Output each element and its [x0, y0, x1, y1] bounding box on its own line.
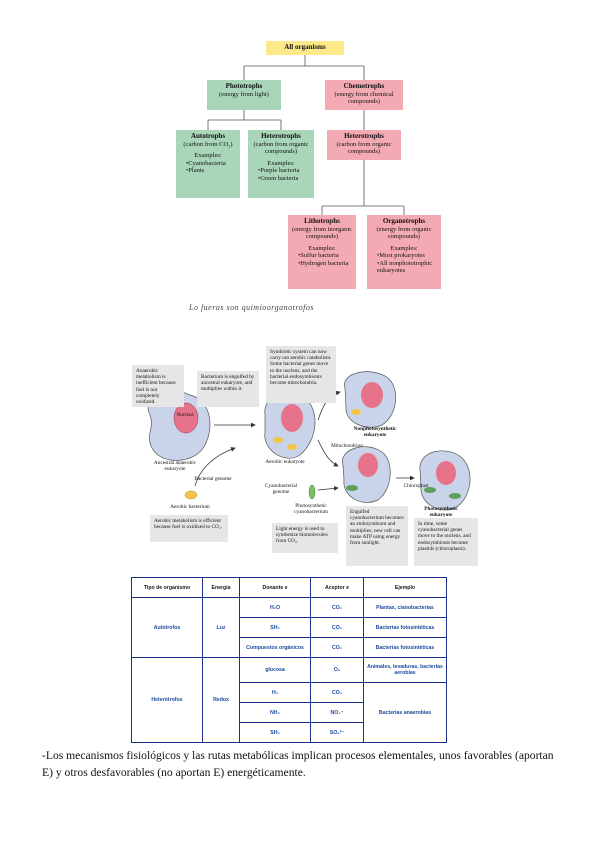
note-engulfed: Bacterium is engulfed by ancestral eukar…	[197, 371, 259, 407]
metabolism-table: Tipo de organismo Energía Donante e Acep…	[131, 577, 447, 743]
autotrophs-sub: (carbon from CO₂)	[183, 140, 233, 148]
example-item: •Green bacteria	[258, 174, 299, 182]
root-label: All organisms	[284, 43, 326, 51]
cell-ejemplo: Bacterias fotosintéticas	[363, 617, 447, 638]
label-aerobic-eukaryote: Aerobic eukaryote	[265, 459, 305, 465]
heterotrophs-photo-sub: (carbon from organic compounds)	[253, 140, 309, 156]
heterotrophs-photo-title: Heterotrophs	[261, 132, 301, 140]
table-row: Heterótrofos Redox glucosa O₂ Animales, …	[131, 657, 447, 743]
organotrophs-examples-label: Examples:	[390, 244, 418, 252]
lithotrophs-sub: (energy from inorganic compounds)	[291, 225, 353, 241]
heterotrophs-chemo-title: Heterotrophs	[344, 132, 384, 140]
node-chemotrophs: Chemotrophs (energy from chemical compou…	[325, 80, 403, 110]
header-cell: Energía	[202, 577, 240, 598]
autotrophs-title: Autotrophs	[190, 132, 226, 140]
lithotrophs-title: Lithotrophs	[304, 217, 340, 225]
chemotrophs-sub: (energy from chemical compounds)	[334, 90, 394, 106]
label-bacterial-genome: Bacterial genome	[194, 476, 232, 482]
note-anaerobic: Anaerobic metabolism is inefficient beca…	[132, 365, 184, 407]
heterotrophs-examples-label: Examples:	[267, 159, 295, 167]
organotrophs-sub: (energy from organic compounds)	[376, 225, 432, 241]
example-item: •Hydrogen bacteria	[298, 259, 349, 267]
header-cell: Donante e	[239, 577, 311, 598]
note-in-time: In time, some cyanobacterial genes move …	[414, 518, 478, 566]
autotrophs-examples-label: Examples:	[194, 152, 222, 159]
note-engulfed-cyano: Engulfed cyanobacterium becomes an endos…	[346, 506, 408, 566]
label-nucleus: Nucleus	[176, 412, 194, 418]
table-header-row: Tipo de organismo Energía Donante e Acep…	[131, 577, 447, 598]
note-symbiotic: Symbiotic system can now carry out aerob…	[266, 346, 336, 403]
chemotrophs-title: Chemotrophs	[343, 82, 385, 90]
organotrophs-title: Organotrophs	[382, 217, 426, 225]
example-item: •Purple bacteria	[258, 167, 300, 174]
aerobic-bacterium-shape	[184, 490, 198, 500]
cell-aceptor: O₂	[310, 657, 364, 683]
example-item: •Plants	[186, 167, 205, 174]
table-row: H₂ CO₂ Bacterias anaerobias	[132, 682, 447, 743]
cell-donante: Compuestos orgánicos	[239, 637, 311, 658]
cell-luz: Luz	[202, 597, 240, 658]
example-item: •Cyanobacteria	[186, 159, 226, 167]
label-mitochondrion: Mitochondrion	[331, 443, 363, 449]
label-photo-euk: Photosynthetic eukaryote	[424, 506, 458, 519]
cell-aceptor: NO₃⁻	[310, 702, 364, 723]
cell-donante: SH₂	[239, 617, 311, 638]
cell-donante: H₂	[239, 682, 311, 703]
header-cell: Aceptor e	[310, 577, 364, 598]
cell-ejemplo: Plantas, cianobacterias	[363, 597, 447, 618]
label-nonphoto: Nonphotosynthetic eukaryote	[353, 426, 397, 439]
label-aerobic-bacterium: Aerobic bacterium	[170, 504, 210, 510]
label-ancestral: Ancestral anaerobic eukaryote	[153, 460, 197, 473]
cell-aceptor: CO₂	[310, 597, 364, 618]
cyanobacterium-shape	[308, 484, 316, 500]
cell-donante: SH₂	[239, 722, 311, 743]
cell-ejemplo: Animales, levaduras, bacterias aerobias	[363, 657, 447, 683]
cell-aceptor: CO₂	[310, 637, 364, 658]
table-row: SH₂ CO₂ Bacterias fotosintéticas	[132, 617, 447, 638]
node-heterotrophs-chemo: Heterotrophs (carbon from organic compou…	[327, 130, 401, 160]
cell-donante: H₂O	[239, 597, 311, 618]
node-autotrophs: Autotrophs (carbon from CO₂) Examples: •…	[176, 130, 240, 198]
note-aerobic-metabolism: Aerobic metabolism is efficient because …	[150, 515, 228, 542]
label-cyano-genome: Cyanobacterial genome	[264, 483, 298, 496]
nucleus-shape	[173, 402, 199, 434]
root-node-all-organisms: All organisms	[266, 41, 344, 55]
cell-aceptor: CO₂	[310, 682, 364, 703]
body-paragraph: -Los mecanismos fisiológicos y las rutas…	[42, 749, 554, 779]
cell-aceptor: CO₂	[310, 617, 364, 638]
table-row: Compuestos orgánicos CO₂ Bacterias fotos…	[132, 637, 447, 658]
note-light: Light energy is used to synthesize biomo…	[272, 523, 338, 553]
endosymbiosis-figure	[147, 371, 471, 511]
phototrophs-title: Phototrophs	[225, 82, 263, 90]
node-heterotrophs-photo: Heterotrophs (carbon from organic compou…	[248, 130, 314, 198]
header-cell: Tipo de organismo	[131, 577, 203, 598]
node-organotrophs: Organotrophs (energy from organic compou…	[367, 215, 441, 289]
cell-ejemplo-anaerobias: Bacterias anaerobias	[363, 682, 447, 743]
example-item: •All nonphototrophic eukaryotes	[377, 259, 433, 275]
phototrophs-sub: (energy from light)	[219, 90, 269, 98]
example-item: •Most prokaryotes	[377, 252, 425, 259]
cell-aceptor: SO₄²⁻	[310, 722, 364, 743]
label-photo-cyano: Photosynthetic cyanobacterium	[294, 503, 328, 516]
header-cell: Ejemplo	[363, 577, 447, 598]
label-chloroplast: Chloroplast	[403, 483, 429, 489]
cell-donante: NH₃	[239, 702, 311, 723]
tree-connectors	[207, 55, 405, 215]
cell-donante: glucosa	[239, 657, 311, 683]
node-phototrophs: Phototrophs (energy from light)	[207, 80, 281, 110]
cell-redox: Redox	[202, 657, 240, 743]
cell-autotrofos: Autótrofos	[131, 597, 203, 658]
node-lithotrophs: Lithotrophs (energy from inorganic compo…	[288, 215, 356, 289]
table-row: Autótrofos Luz H₂O CO₂ Plantas, cianobac…	[131, 597, 447, 658]
table-row: SH₂ SO₄²⁻	[132, 722, 447, 743]
cell-ejemplo: Bacterias fotosintéticas	[363, 637, 447, 658]
heterotrophs-chemo-sub: (carbon from organic compounds)	[336, 140, 392, 156]
handwritten-note: Lo fueras son quimioorganotrofos	[189, 303, 314, 312]
example-item: •Sulfur bacteria	[298, 252, 339, 259]
lithotrophs-examples-label: Examples:	[308, 244, 336, 252]
cell-heterotrofos: Heterótrofos	[131, 657, 203, 743]
